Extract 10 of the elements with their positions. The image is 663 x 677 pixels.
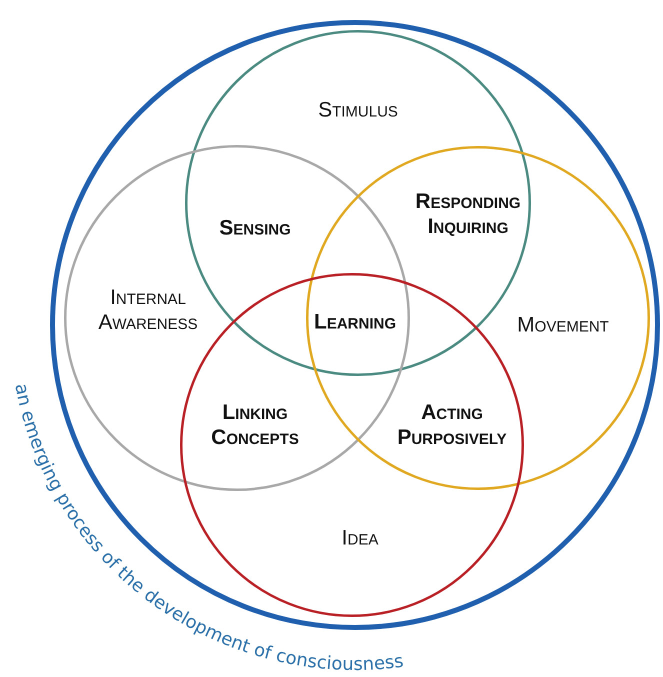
circle-label: Stimulus bbox=[317, 97, 399, 123]
overlap-label: Sensing bbox=[218, 215, 292, 241]
venn-circle bbox=[306, 146, 650, 490]
circle-label: Idea bbox=[340, 525, 380, 551]
overlap-label: Learning bbox=[313, 309, 397, 335]
circle-label: Movement bbox=[516, 312, 610, 338]
circle-label: Internal Awareness bbox=[97, 284, 199, 336]
overlap-label: Linking Concepts bbox=[210, 400, 300, 450]
overlap-label: Responding Inquiring bbox=[414, 188, 522, 240]
overlap-label: Acting Purposively bbox=[396, 400, 508, 450]
